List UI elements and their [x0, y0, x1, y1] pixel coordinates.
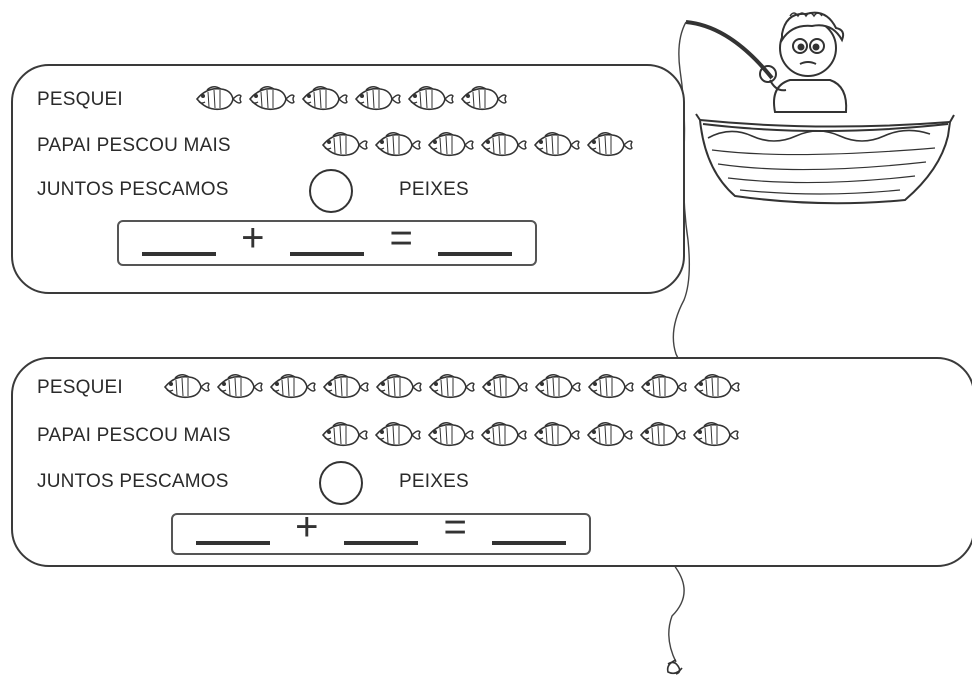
addend-blank-1[interactable] [195, 541, 270, 545]
fish-icon [460, 86, 507, 111]
fish-icon [480, 422, 527, 447]
dad-caught-label: PAPAI PESCOU MAIS [37, 135, 231, 156]
answer-circle[interactable] [309, 169, 353, 213]
addend-blank-2[interactable] [289, 252, 364, 256]
addend-blank-2[interactable] [343, 541, 418, 545]
fish-unit-label: PEIXES [399, 179, 469, 200]
caught-label: PESQUEI [37, 89, 123, 110]
fishing-rod-icon [685, 20, 774, 80]
fish-icon [428, 374, 475, 399]
equals-sign: = [389, 216, 413, 260]
fish-icon [480, 132, 527, 157]
fish-icon [321, 422, 368, 447]
fish-unit-label: PEIXES [399, 471, 469, 492]
fish-icon [321, 132, 368, 157]
fish-icon [374, 132, 421, 157]
caught-label: PESQUEI [37, 377, 123, 398]
fish-icon [534, 374, 581, 399]
fish-icon [586, 132, 633, 157]
fish-icon [586, 422, 633, 447]
fish-icon [587, 374, 634, 399]
dad-fish-row [319, 420, 743, 450]
together-label: JUNTOS PESCAMOS [37, 179, 229, 200]
fish-icon [163, 374, 210, 399]
plus-sign: + [241, 216, 265, 260]
addition-equation: + = [117, 216, 537, 266]
fish-icon [354, 86, 401, 111]
fish-icon [427, 422, 474, 447]
together-label: JUNTOS PESCAMOS [37, 471, 229, 492]
fishing-boy-icon [759, 11, 848, 113]
addition-equation: + = [171, 507, 591, 555]
sum-blank[interactable] [438, 252, 513, 256]
fish-icon [216, 374, 263, 399]
dad-caught-label: PAPAI PESCOU MAIS [37, 425, 231, 446]
addend-blank-1[interactable] [141, 252, 216, 256]
fish-icon [639, 422, 686, 447]
fish-icon [693, 374, 740, 399]
equals-sign: = [443, 505, 467, 549]
fish-icon [301, 86, 348, 111]
answer-circle[interactable] [319, 461, 363, 505]
fish-icon [195, 86, 242, 111]
fish-icon [692, 422, 739, 447]
boat-icon [695, 113, 955, 205]
fish-icon [427, 132, 474, 157]
fish-icon [640, 374, 687, 399]
exercise-card-1: PESQUEI PAPAI PESCOU MAIS JUNTOS PESCAMO… [11, 64, 685, 294]
hook-icon [666, 659, 683, 675]
caught-fish-row [193, 84, 511, 114]
fish-icon [533, 132, 580, 157]
fish-icon [374, 422, 421, 447]
fish-icon [407, 86, 454, 111]
dad-fish-row [319, 130, 637, 160]
caught-fish-row [161, 372, 744, 402]
fish-icon [269, 374, 316, 399]
sum-blank[interactable] [492, 541, 567, 545]
fish-icon [533, 422, 580, 447]
fish-icon [481, 374, 528, 399]
plus-sign: + [295, 505, 319, 549]
fish-icon [322, 374, 369, 399]
exercise-card-2: PESQUEI PAPAI PESCOU MAIS JUNTOS PESCAMO… [11, 357, 972, 567]
fish-icon [375, 374, 422, 399]
fish-icon [248, 86, 295, 111]
